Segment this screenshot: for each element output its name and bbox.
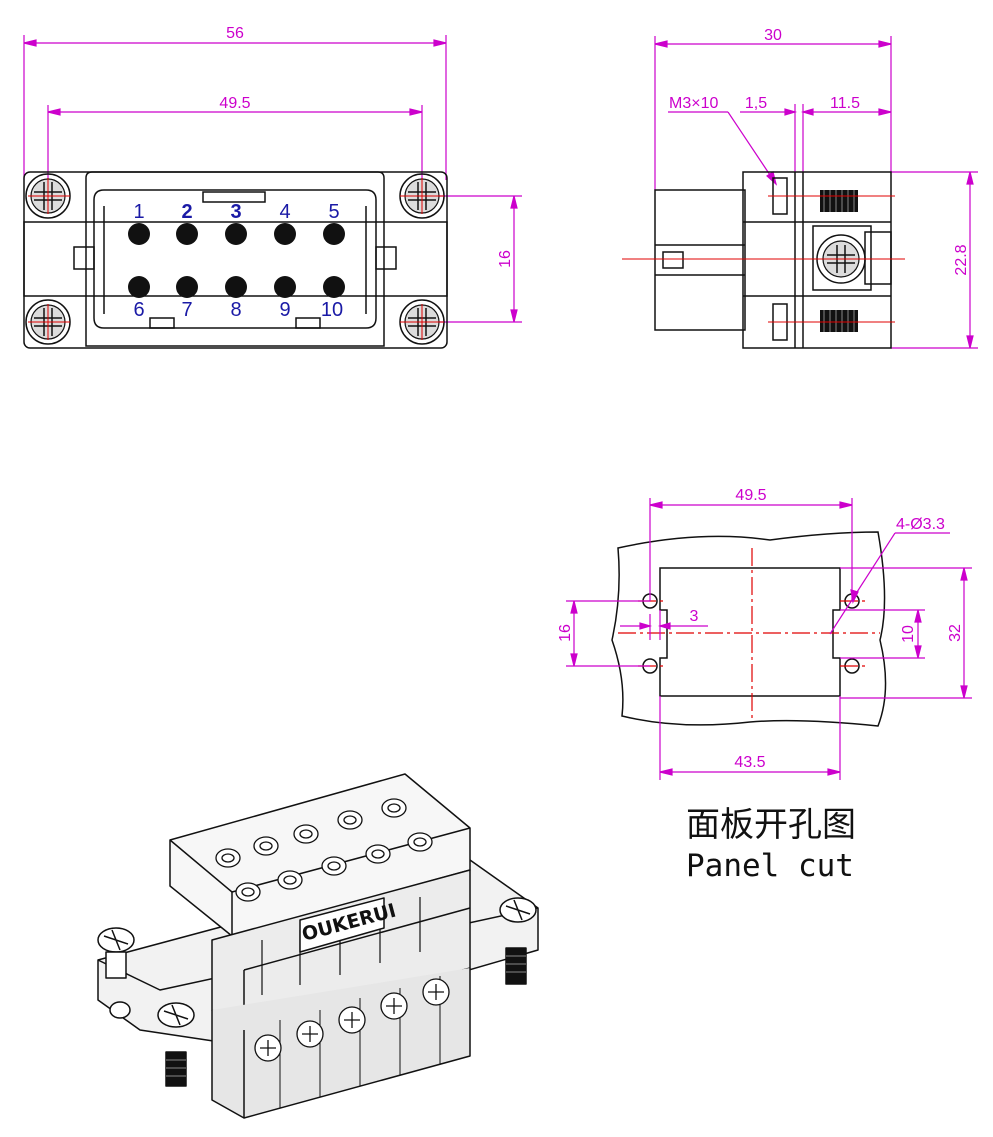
panel-cut-caption-cn: 面板开孔图 (686, 805, 856, 845)
dimension-56 (23, 35, 447, 180)
dim-56-label: 56 (226, 25, 244, 42)
connector-product-view: OUKERUI (97, 773, 539, 1119)
dim-panel-49-5-label: 49.5 (735, 487, 766, 504)
dim-22-8-label: 22.8 (953, 244, 970, 275)
side-view: 30 M3×10 1,5 11.5 22.8 (622, 27, 978, 349)
front-screw-top-left (25, 173, 71, 219)
side-threaded-insert-top (820, 190, 858, 212)
dim-m3x10-label: M3×10 (669, 95, 718, 112)
pin-label-7: 7 (181, 299, 192, 321)
dim-panel-10-label: 10 (900, 625, 917, 643)
pin-label-4: 4 (279, 201, 290, 223)
pin-hole-7 (176, 276, 198, 298)
dimension-panel-49-5 (649, 498, 853, 601)
panel-cut-caption-en: Panel cut (686, 848, 854, 884)
pin-label-8: 8 (230, 299, 241, 321)
dim-49-5-label: 49.5 (219, 95, 250, 112)
pin-label-5: 5 (328, 201, 339, 223)
pin-label-2: 2 (181, 201, 192, 223)
pin-label-1: 1 (133, 201, 144, 223)
front-housing (23, 171, 448, 349)
dimension-panel-3 (620, 610, 708, 640)
pin-label-9: 9 (279, 299, 290, 321)
side-center-lines (622, 195, 905, 323)
pin-label-6: 6 (133, 299, 144, 321)
dim-30-label: 30 (764, 27, 782, 44)
dimension-panel-43-5 (659, 696, 841, 780)
front-view: 56 49.5 16 (23, 25, 522, 349)
pin-label-3: 3 (230, 201, 241, 223)
pin-hole-8 (225, 276, 247, 298)
dim-panel-32-label: 32 (947, 624, 964, 642)
pin-hole-10 (323, 276, 345, 298)
mounting-screw-right-top (499, 897, 537, 985)
dimension-hole-diameter (829, 532, 950, 635)
panel-cut-view: 49.5 4-Ø3.3 3 16 (557, 487, 972, 884)
dim-panel-3-label: 3 (690, 608, 699, 625)
dim-panel-16-label: 16 (557, 624, 574, 642)
connector-contact-holes (215, 798, 433, 902)
front-screw-bottom-left (25, 299, 71, 345)
side-threaded-insert-bottom (820, 310, 858, 332)
dimension-panel-10 (840, 609, 925, 659)
pin-hole-4 (274, 223, 296, 245)
pin-labels: 1 2 3 4 5 6 7 8 9 10 (133, 201, 343, 321)
dim-panel-43-5-label: 43.5 (734, 754, 765, 771)
mounting-screw-right-bottom (109, 1001, 131, 1019)
front-screw-bottom-right (399, 299, 445, 345)
dim-16-front-label: 16 (497, 250, 514, 268)
panel-outline (611, 531, 887, 727)
pin-label-10: 10 (321, 299, 343, 321)
mounting-screw-left-bottom (157, 1002, 195, 1087)
pin-contacts (128, 223, 345, 298)
pin-hole-1 (128, 223, 150, 245)
dim-1-5-label: 1,5 (745, 95, 767, 112)
dimension-49-5 (47, 105, 423, 210)
dimension-30 (654, 36, 892, 190)
panel-opening (659, 567, 841, 697)
terminal-screws (254, 978, 450, 1062)
dimension-panel-32 (840, 567, 972, 699)
pin-hole-6 (128, 276, 150, 298)
pin-hole-3 (225, 223, 247, 245)
brand-plate (299, 897, 385, 953)
dim-11-5-label: 11.5 (830, 95, 860, 112)
dimension-side-small (668, 104, 892, 186)
pin-hole-2 (176, 223, 198, 245)
front-screw-top-right (399, 173, 445, 219)
dimension-panel-16 (566, 600, 650, 667)
pin-hole-9 (274, 276, 296, 298)
dimension-22-8 (891, 171, 978, 349)
mounting-screw-left-top (97, 927, 135, 979)
pin-hole-5 (323, 223, 345, 245)
dim-hole-diameter-label: 4-Ø3.3 (896, 516, 945, 533)
